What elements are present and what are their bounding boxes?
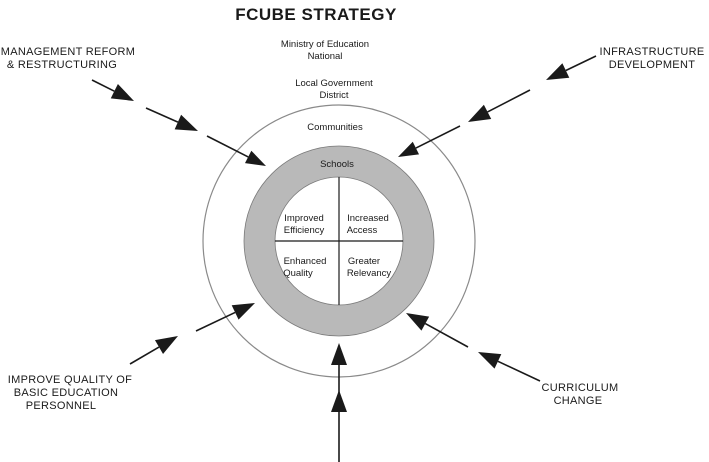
input-infrastructure-line2: DEVELOPMENT	[609, 59, 695, 71]
arrow-4	[546, 55, 597, 80]
level-national-line2: National	[308, 51, 343, 62]
arrow-12	[331, 390, 347, 462]
input-arrows	[91, 55, 597, 462]
arrowhead-icon	[331, 343, 347, 365]
arrowhead-icon	[231, 303, 255, 320]
input-curriculum-line1: CURRICULUM	[542, 382, 619, 394]
outcome-improved-efficiency-line1: Improved	[284, 213, 324, 224]
arrow-shaft	[487, 89, 531, 113]
arrow-10	[406, 313, 469, 348]
arrowhead-icon	[546, 63, 570, 80]
arrow-shaft	[497, 360, 541, 382]
arrow-2	[145, 107, 198, 131]
diagram-title: FCUBE STRATEGY	[235, 5, 397, 24]
arrow-shaft	[129, 346, 160, 365]
outcome-increased-access-line2: Access	[347, 225, 378, 236]
arrow-shaft	[415, 125, 461, 149]
arrowhead-icon	[406, 313, 430, 331]
input-improve-quality-line2: BASIC EDUCATION	[14, 387, 119, 399]
input-management-reform-line2: & RESTRUCTURING	[7, 59, 117, 71]
arrowhead-icon	[478, 352, 502, 369]
arrow-1	[91, 79, 134, 101]
arrow-11	[331, 343, 347, 393]
input-infrastructure-line1: INFRASTRUCTURE	[599, 46, 704, 58]
arrow-6	[398, 125, 461, 157]
arrow-shaft	[195, 311, 236, 332]
level-national-line1: Ministry of Education	[281, 39, 369, 50]
arrow-shaft	[206, 135, 249, 158]
outcome-greater-relevancy-line1: Greater	[348, 256, 380, 267]
schools-ring-outer-edge	[243, 145, 435, 337]
arrow-7	[129, 336, 178, 365]
arrowhead-icon	[398, 141, 420, 157]
arrowhead-icon	[154, 336, 178, 354]
input-management-reform-line1: MANAGEMENT REFORM	[1, 46, 135, 58]
arrow-shaft	[565, 55, 597, 72]
outcome-enhanced-quality-line2: Quality	[283, 268, 313, 279]
arrow-shaft	[91, 79, 115, 92]
arrow-8	[195, 303, 255, 332]
outcome-enhanced-quality-line1: Enhanced	[284, 256, 327, 267]
arrowhead-icon	[244, 150, 266, 166]
outcome-greater-relevancy-line2: Relevancy	[347, 268, 392, 279]
arrowhead-icon	[110, 84, 134, 101]
arrow-3	[206, 135, 266, 166]
arrowhead-icon	[468, 104, 492, 122]
outcome-increased-access-line1: Increased	[347, 213, 389, 224]
level-schools: Schools	[320, 159, 354, 170]
input-curriculum-line2: CHANGE	[554, 395, 603, 407]
input-improve-quality-line3: PERSONNEL	[26, 400, 97, 412]
outcome-improved-efficiency-line2: Efficiency	[284, 225, 325, 236]
arrow-shaft	[424, 322, 469, 348]
arrow-shaft	[145, 107, 179, 123]
level-district-line2: District	[319, 90, 348, 101]
schools-ring	[244, 146, 434, 336]
input-improve-quality-line1: IMPROVE QUALITY OF	[8, 374, 132, 386]
level-communities: Communities	[307, 122, 363, 133]
arrow-9	[478, 352, 541, 382]
level-district-line1: Local Government	[295, 78, 373, 89]
arrowhead-icon	[174, 114, 198, 131]
arrowhead-icon	[331, 390, 347, 412]
arrow-5	[468, 89, 531, 122]
